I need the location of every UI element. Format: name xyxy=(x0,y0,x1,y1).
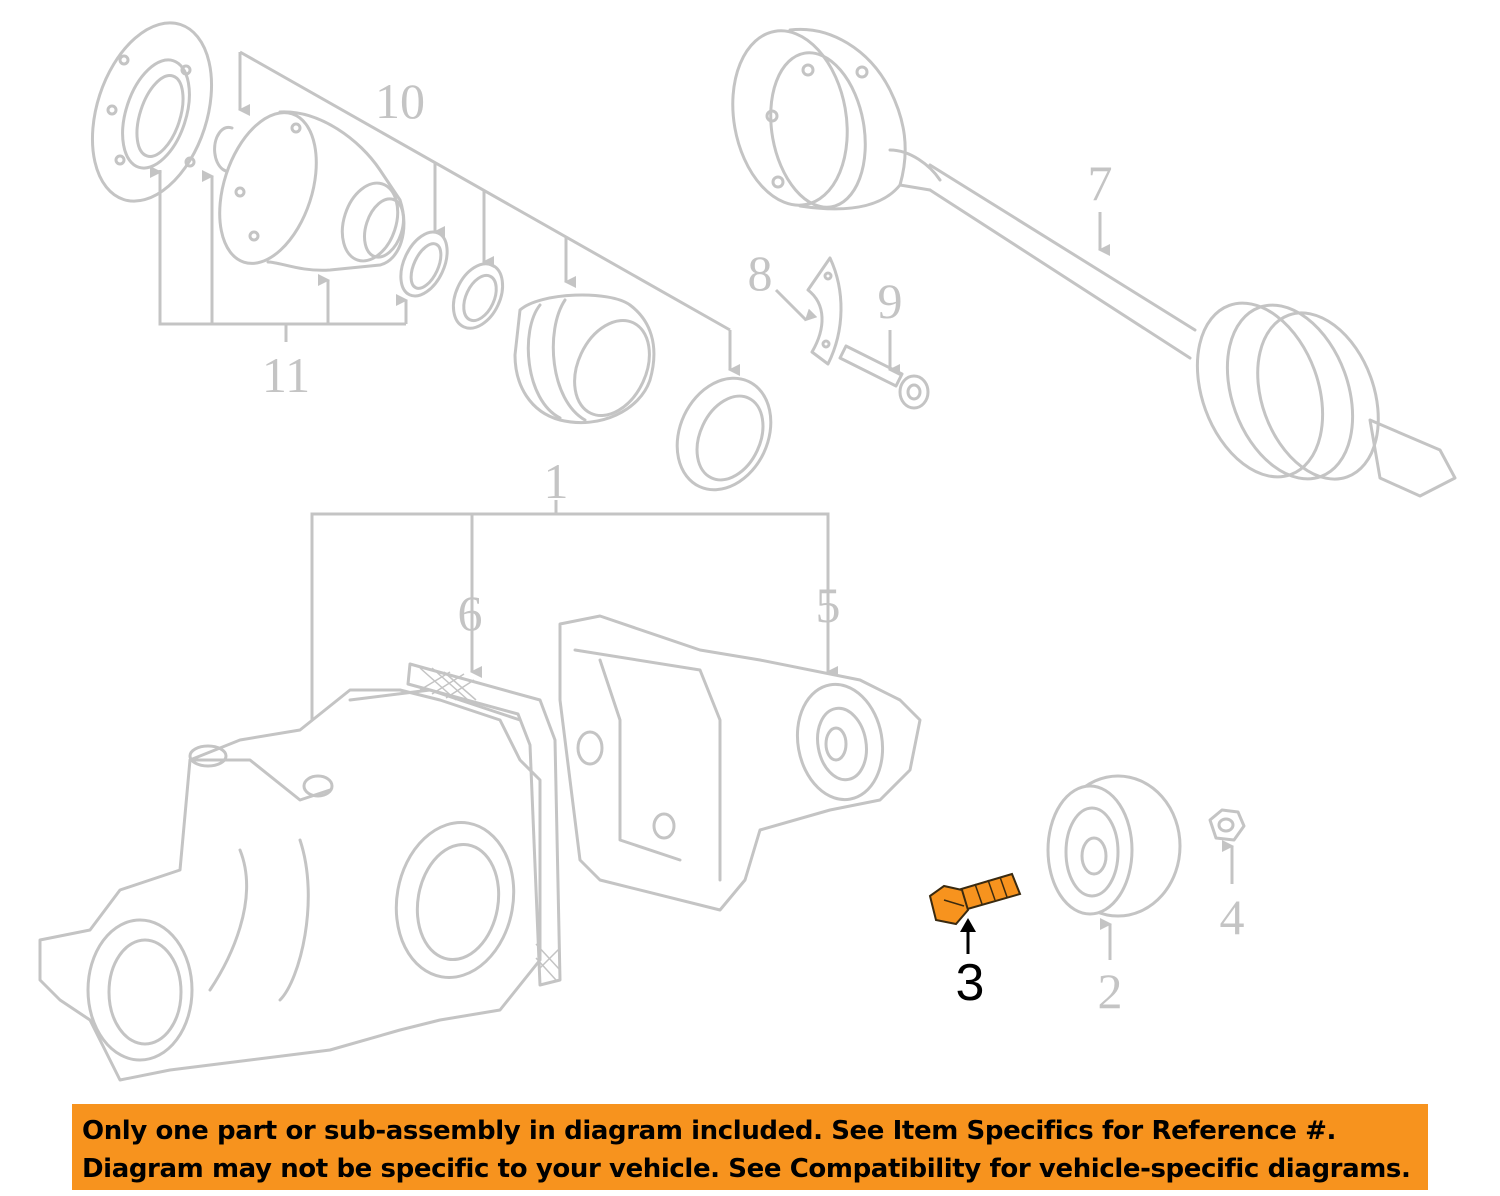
leader-3 xyxy=(960,918,976,954)
gasket-drawing xyxy=(406,662,562,987)
callout-7: 7 xyxy=(1088,155,1113,211)
drive-shaft-drawing xyxy=(731,27,1457,498)
callout-8: 8 xyxy=(748,245,773,301)
bolt-9-drawing xyxy=(838,344,930,410)
callout-9: 9 xyxy=(878,273,903,329)
rear-cover-drawing xyxy=(558,614,922,912)
callout-2: 2 xyxy=(1098,963,1123,1019)
callout-4: 4 xyxy=(1220,889,1245,945)
flange-drawing xyxy=(90,21,214,203)
leader-1 xyxy=(310,500,838,730)
cv-boot-drawing xyxy=(513,293,656,425)
bushing-drawing xyxy=(1046,774,1182,918)
leader-11 xyxy=(150,166,408,342)
parts-diagram: 10 11 7 8 9 1 6 5 2 4 3 xyxy=(38,21,1457,1082)
leader-10 xyxy=(238,50,740,376)
seal-ring-drawing xyxy=(675,376,773,492)
bolt-3-highlighted-drawing xyxy=(928,872,1022,926)
callout-5: 5 xyxy=(816,577,841,633)
callout-6: 6 xyxy=(458,585,483,641)
lock-plate-drawing xyxy=(806,256,843,366)
nut-drawing xyxy=(1208,808,1246,842)
disclaimer-banner: Only one part or sub-assembly in diagram… xyxy=(72,1104,1428,1190)
callout-10: 10 xyxy=(375,73,425,129)
callout-3: 3 xyxy=(956,954,985,1012)
disclaimer-line-1: Only one part or sub-assembly in diagram… xyxy=(82,1116,1336,1146)
disclaimer-line-2: Diagram may not be specific to your vehi… xyxy=(82,1154,1411,1184)
callout-1: 1 xyxy=(544,453,569,509)
differential-housing-drawing xyxy=(38,688,542,1082)
leader-8 xyxy=(774,288,818,322)
callout-11: 11 xyxy=(262,347,310,403)
clamp-rings-drawing xyxy=(399,230,505,330)
cv-joint-drawing xyxy=(218,110,406,272)
